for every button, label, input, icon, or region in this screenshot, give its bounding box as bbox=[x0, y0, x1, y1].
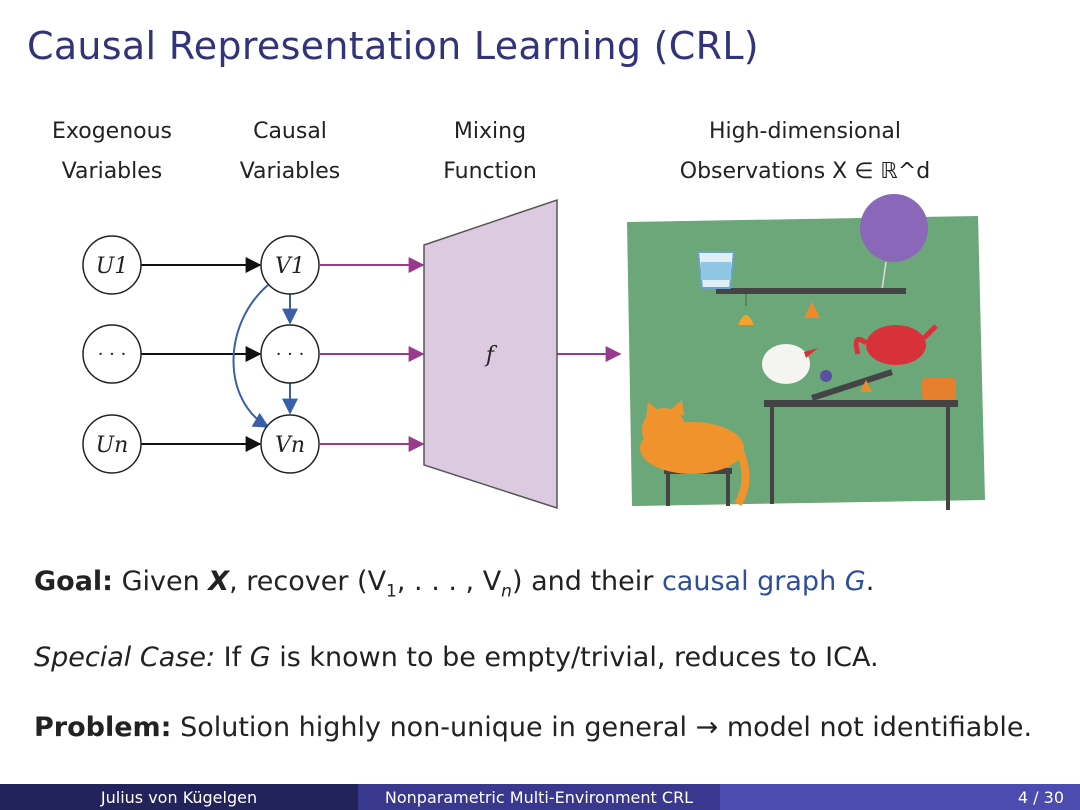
node-vdots bbox=[260, 324, 320, 384]
footer-page-number: 4 / 30 bbox=[720, 784, 1080, 810]
bird-icon bbox=[762, 344, 810, 384]
node-v1-label: V1 bbox=[275, 254, 305, 279]
goal-end: . bbox=[865, 566, 875, 597]
special-case-line: Special Case: If G is known to be empty/… bbox=[34, 642, 879, 673]
node-un bbox=[82, 414, 142, 474]
slide-footer: Julius von Kügelgen Nonparametric Multi-… bbox=[0, 784, 1080, 810]
goal-text-3: , . . . , V bbox=[396, 566, 502, 597]
node-vn-label: Vn bbox=[275, 433, 305, 458]
node-udots-label: · · · bbox=[98, 344, 127, 365]
node-v1 bbox=[260, 235, 320, 295]
header-mixing: Mixing Function bbox=[410, 112, 570, 192]
special-text-2: is known to be empty/trivial, reduces to… bbox=[270, 642, 879, 673]
header-mixing-line1: Mixing bbox=[453, 119, 527, 144]
goal-label: Goal: bbox=[34, 566, 113, 597]
header-causal: Causal Variables bbox=[210, 112, 370, 192]
shelf-icon bbox=[716, 288, 906, 294]
header-observations-line2: Observations X ∈ ℝ^d bbox=[679, 159, 931, 184]
arrow-v1-vn-curve bbox=[232, 284, 270, 428]
causal-graph-link[interactable]: causal graph bbox=[661, 566, 837, 597]
table-icon bbox=[764, 400, 958, 407]
problem-text: Solution highly non-unique in general → … bbox=[171, 712, 1033, 743]
header-exogenous-line2: Variables bbox=[61, 159, 163, 184]
node-vn bbox=[260, 414, 320, 474]
teapot-icon bbox=[866, 325, 926, 365]
goal-text-2: , recover (V bbox=[229, 566, 387, 597]
observation-scene-illustration bbox=[627, 194, 985, 510]
footer-talk-title: Nonparametric Multi-Environment CRL bbox=[358, 784, 720, 810]
special-case-label: Special Case: bbox=[34, 642, 216, 673]
slide-title: Causal Representation Learning (CRL) bbox=[27, 24, 759, 68]
goal-text-4: ) and their bbox=[511, 566, 662, 597]
goal-g: G bbox=[836, 566, 866, 597]
header-mixing-line2: Function bbox=[443, 159, 537, 184]
header-observations: High-dimensional Observations X ∈ ℝ^d bbox=[640, 112, 970, 192]
node-u1 bbox=[82, 235, 142, 295]
footer-author: Julius von Kügelgen bbox=[0, 784, 358, 810]
mixing-function-shape bbox=[423, 198, 558, 510]
header-observations-line1: High-dimensional bbox=[708, 119, 902, 144]
goal-x: X bbox=[208, 566, 230, 597]
node-vdots-label: · · · bbox=[276, 344, 305, 365]
goal-sub-n: n bbox=[501, 581, 512, 602]
special-g: G bbox=[249, 642, 271, 673]
crl-diagram: f U1 · · · Un V1 · · · Vn bbox=[82, 194, 985, 510]
header-causal-line2: Variables bbox=[239, 159, 341, 184]
bell-icon bbox=[738, 315, 754, 325]
problem-label: Problem: bbox=[34, 712, 172, 743]
seesaw-icon bbox=[811, 369, 893, 401]
header-exogenous: Exogenous Variables bbox=[32, 112, 192, 192]
header-exogenous-line1: Exogenous bbox=[51, 119, 172, 144]
node-udots bbox=[82, 324, 142, 384]
special-text-1: If bbox=[215, 642, 250, 673]
goal-line: Goal: Given X, recover (V1, . . . , Vn) … bbox=[34, 566, 874, 601]
node-u1-label: U1 bbox=[96, 254, 129, 279]
goal-text-1: Given bbox=[112, 566, 209, 597]
problem-line: Problem: Solution highly non-unique in g… bbox=[34, 712, 1032, 743]
balloon-icon bbox=[860, 194, 928, 262]
header-causal-line1: Causal bbox=[253, 119, 327, 144]
goal-sub-1: 1 bbox=[386, 581, 397, 602]
node-un-label: Un bbox=[96, 433, 129, 458]
